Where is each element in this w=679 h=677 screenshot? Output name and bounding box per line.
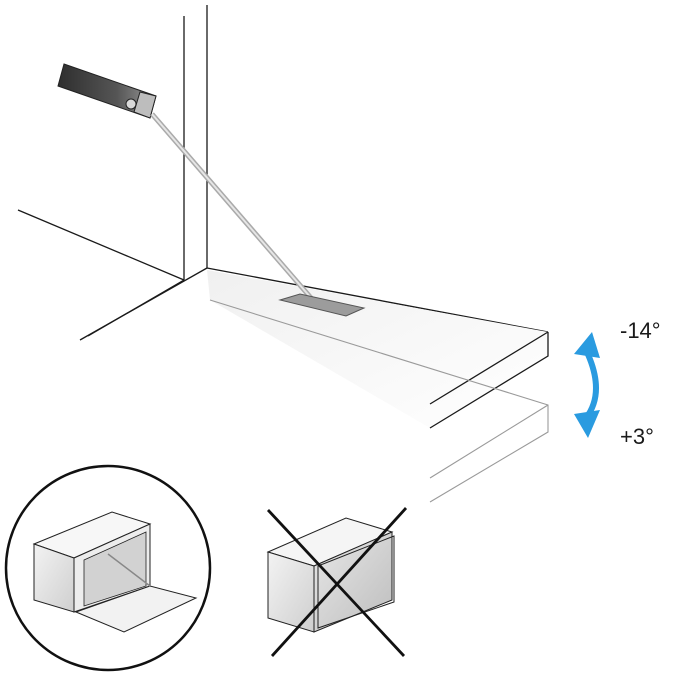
angle-label-lower: +3° xyxy=(620,424,654,449)
correct-installation-icon xyxy=(4,464,212,672)
flap-lower xyxy=(209,299,549,503)
incorrect-installation-icon xyxy=(266,507,408,657)
flap-upper xyxy=(207,270,549,429)
double-arrow-icon xyxy=(574,332,600,438)
lift-mechanism xyxy=(57,63,366,317)
cabinet-outline xyxy=(17,5,549,341)
angle-label-upper: -14° xyxy=(620,318,661,343)
